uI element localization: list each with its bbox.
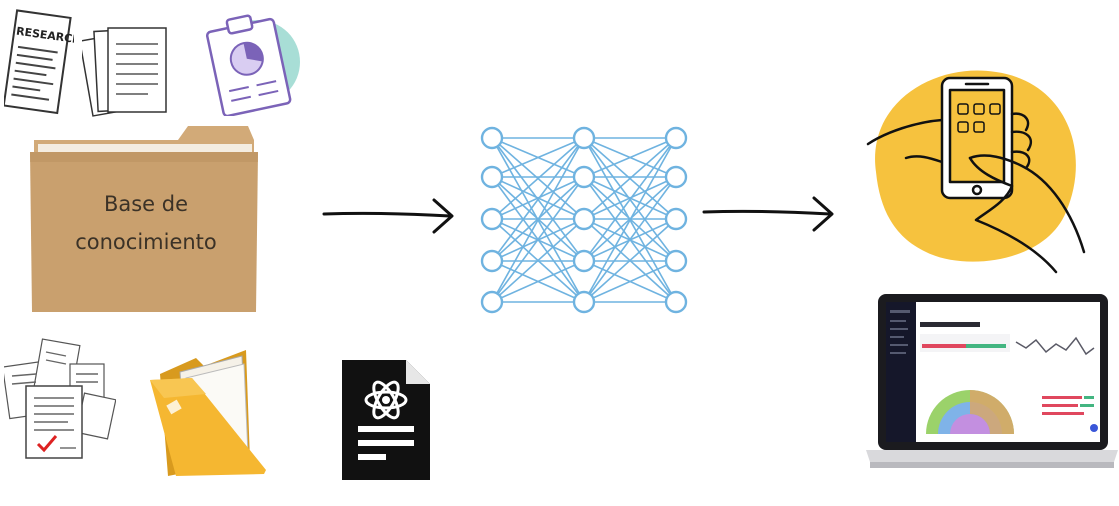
react-file-icon	[342, 360, 432, 482]
knowledge-folder-icon	[28, 122, 264, 314]
neural-network-icon	[472, 120, 692, 320]
network-connection	[491, 137, 585, 262]
laptop-dashboard-icon	[866, 292, 1118, 482]
network-connection	[491, 137, 585, 178]
smartphone-in-hands-icon	[866, 62, 1096, 276]
network-connection	[583, 137, 677, 220]
network-node	[664, 290, 688, 314]
open-folder-icon	[146, 350, 274, 478]
network-node	[480, 126, 504, 150]
network-node	[572, 249, 596, 273]
network-node	[572, 165, 596, 189]
clipboard-chart-icon	[196, 6, 306, 116]
network-node	[480, 290, 504, 314]
network-node	[664, 126, 688, 150]
network-connection	[583, 218, 677, 303]
network-node	[572, 290, 596, 314]
network-node	[664, 165, 688, 189]
research-document-icon: RESEARCH	[4, 8, 74, 118]
network-node	[480, 165, 504, 189]
network-connection	[491, 176, 585, 220]
network-connection	[491, 137, 585, 303]
network-connection	[583, 260, 677, 303]
arrow-right-icon	[320, 194, 460, 238]
network-node	[664, 249, 688, 273]
network-node	[480, 207, 504, 231]
network-connection	[583, 137, 677, 262]
paper-stack-icon	[82, 22, 172, 122]
scattered-documents-icon	[4, 336, 116, 464]
network-connection	[491, 260, 585, 303]
network-node	[572, 207, 596, 231]
network-connection	[491, 137, 585, 220]
folder-label: Base de conocimiento	[75, 192, 217, 254]
network-connection	[583, 176, 677, 220]
network-node	[480, 249, 504, 273]
network-node	[572, 126, 596, 150]
network-node	[664, 207, 688, 231]
network-connection	[491, 176, 585, 303]
network-connection	[583, 137, 677, 303]
network-connection	[583, 176, 677, 303]
network-connection	[583, 137, 677, 178]
arrow-right-icon	[700, 192, 840, 236]
network-connection	[491, 218, 585, 303]
